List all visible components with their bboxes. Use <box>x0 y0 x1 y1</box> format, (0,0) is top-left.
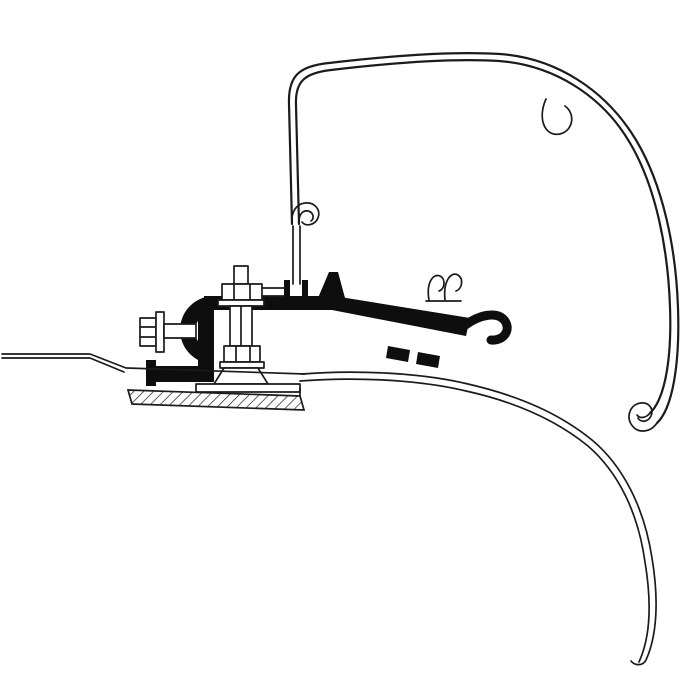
rail-clip-outer-curl <box>291 202 320 226</box>
roof-line-lower <box>1 357 125 373</box>
roof-sheet-section <box>1 353 306 411</box>
adapter-peak-hook <box>318 272 345 298</box>
vehicle-wall-curve <box>299 371 657 666</box>
bolt-washer-lower <box>219 361 265 369</box>
roof-sheet-hatched-strip <box>126 389 306 411</box>
hbolt-washer <box>155 311 165 353</box>
rail-clip-inner-curl <box>298 210 314 223</box>
awning-case-inner-line <box>294 59 672 415</box>
bolt-top-shaft <box>233 265 249 285</box>
hbolt-shaft <box>163 323 197 339</box>
adapter-foot-end-cap <box>146 360 156 386</box>
bolt-washer-upper <box>217 299 265 307</box>
adapter-vertical-bar <box>198 300 214 372</box>
awning-case-outer-line <box>287 52 680 425</box>
bolt-hex-nut <box>221 283 263 301</box>
case-notch-detail <box>541 98 573 136</box>
adapter-profile <box>146 272 512 386</box>
case-end-hook-inner <box>636 412 651 419</box>
adapter-pad-left <box>386 346 410 362</box>
adapter-pad-right <box>416 352 440 368</box>
awning-case-outline <box>287 52 680 432</box>
bolt-lower-nut-facets <box>235 345 251 363</box>
prong-right <box>443 273 463 301</box>
rail-clip <box>291 202 320 285</box>
adapter-angled-arm <box>332 296 470 336</box>
horizontal-bolt-assembly <box>139 287 285 353</box>
case-end-hook <box>628 402 658 432</box>
base-plate <box>195 383 301 393</box>
bolt-lower-nut <box>223 345 261 363</box>
prong-clip <box>425 273 463 302</box>
adapter-arm-end-hook <box>459 310 512 345</box>
bolt-hex-nut-facets <box>233 283 251 301</box>
wall-curve-inner <box>299 378 650 663</box>
prong-left <box>427 274 445 301</box>
wall-curve-outer <box>301 371 657 666</box>
roof-line-upper <box>1 353 306 375</box>
clamp-link-lines <box>261 287 285 297</box>
hbolt-hex-head <box>139 317 157 347</box>
hbolt-head-facets <box>139 326 157 338</box>
